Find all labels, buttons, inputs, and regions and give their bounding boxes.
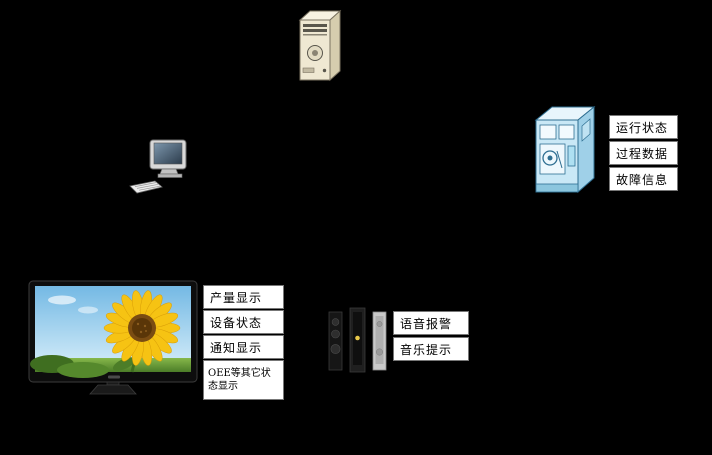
workstation-node [128, 138, 190, 196]
display-label-notification: 通知显示 [203, 335, 284, 359]
production-machine-icon [534, 105, 596, 194]
display-label-output: 产量显示 [203, 285, 284, 309]
tv-logo [108, 375, 120, 379]
speaker-label-music-prompt: 音乐提示 [393, 337, 469, 361]
machine-label-running-status: 运行状态 [609, 115, 678, 139]
display-label-equipment-status: 设备状态 [203, 310, 284, 334]
speaker-label-voice-alarm: 语音报警 [393, 311, 469, 335]
speakers-icon [328, 307, 387, 373]
display-label-oee-status: OEE等其它状态显示 [203, 360, 284, 400]
display-node [28, 280, 198, 398]
machine-label-process-data: 过程数据 [609, 141, 678, 165]
server-node [288, 8, 346, 88]
machine-label-fault-info: 故障信息 [609, 167, 678, 191]
machine-node [530, 100, 602, 198]
tv-display-icon [28, 280, 198, 395]
server-tower-icon [298, 9, 342, 82]
desktop-computer-icon [129, 139, 187, 194]
speakers-node [326, 304, 392, 376]
